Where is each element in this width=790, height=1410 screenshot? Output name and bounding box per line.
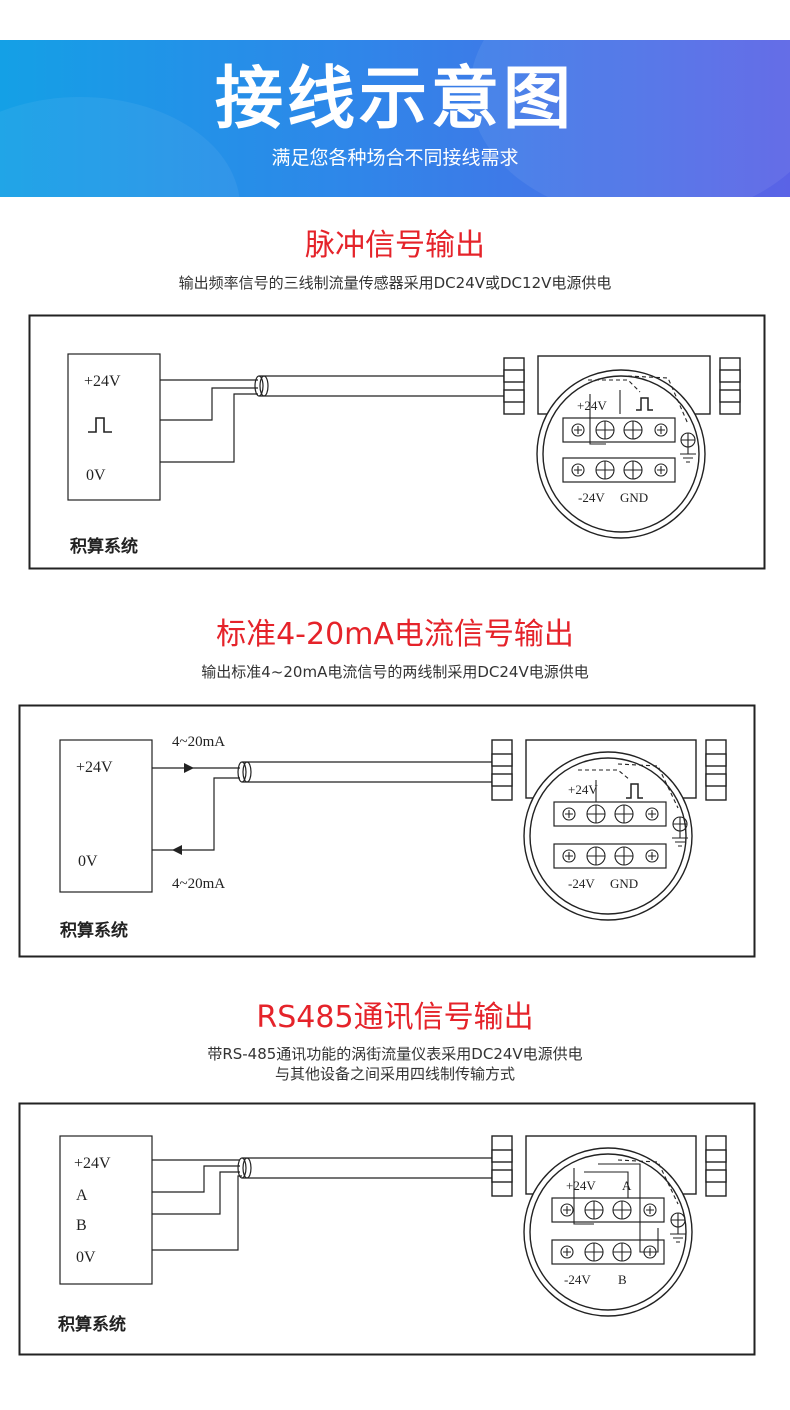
terminal-label-24v: +24V — [577, 398, 607, 413]
banner-title: 接线示意图 — [214, 60, 575, 139]
banner-decoration — [470, 40, 790, 197]
pulse-wiring-diagram: +24V 0V 积算系统 — [28, 314, 766, 570]
terminal-label-gnd: GND — [610, 876, 638, 891]
section-title-current: 标准4-20mA电流信号输出 — [216, 617, 574, 652]
box-label-b: B — [76, 1217, 87, 1234]
banner-subtitle: 满足您各种场合不同接线需求 — [271, 147, 519, 169]
terminal-pulse-icon — [626, 783, 643, 799]
arrow-right-icon — [184, 763, 194, 773]
box-label-a: A — [76, 1187, 88, 1204]
box-label-24v: +24V — [74, 1155, 111, 1172]
box-label-0v: 0V — [76, 1249, 96, 1266]
terminal-label-24v: +24V — [568, 782, 598, 797]
flowmeter-housing — [503, 355, 741, 539]
section-subtitle-rs485-line2: 与其他设备之间采用四线制传输方式 — [274, 1065, 515, 1083]
arrow-left-icon — [172, 845, 182, 855]
integrator-box — [59, 1135, 153, 1285]
box-label-24v: +24V — [84, 373, 121, 390]
flowmeter-housing — [491, 739, 727, 921]
section-title-pulse: 脉冲信号输出 — [305, 228, 485, 263]
flowmeter-housing — [491, 1135, 727, 1317]
terminal-label-neg24v: -24V — [568, 876, 595, 891]
section-subtitle-pulse: 输出频率信号的三线制流量传感器采用DC24V或DC12V电源供电 — [178, 274, 612, 292]
box-label-24v: +24V — [76, 759, 113, 776]
pulse-icon — [88, 417, 112, 433]
terminal-label-neg24v: -24V — [564, 1272, 591, 1287]
terminal-label-b: B — [618, 1272, 627, 1287]
section-title-rs485: RS485通讯信号输出 — [256, 1000, 534, 1035]
integrator-box — [67, 353, 161, 501]
terminal-label-neg24v: -24V — [578, 490, 605, 505]
terminal-label-a: A — [622, 1178, 632, 1193]
terminal-pulse-icon — [636, 397, 653, 411]
current-wiring-diagram: +24V 0V 积算系统 4~20mA 4~20mA — [18, 704, 756, 960]
box-label-0v: 0V — [78, 853, 98, 870]
rs485-wiring-diagram: +24V A B 0V 积算系统 — [18, 1102, 756, 1358]
terminal-label-gnd: GND — [620, 490, 648, 505]
current-label-top: 4~20mA — [172, 734, 225, 750]
integrator-box — [59, 739, 153, 893]
header-banner: 接线示意图 满足您各种场合不同接线需求 — [0, 40, 790, 197]
box-label-0v: 0V — [86, 467, 106, 484]
section-subtitle-rs485-line1: 带RS-485通讯功能的涡街流量仪表采用DC24V电源供电 — [207, 1045, 583, 1063]
current-label-bottom: 4~20mA — [172, 876, 225, 892]
terminal-label-24v: +24V — [566, 1178, 596, 1193]
system-label: 积算系统 — [70, 536, 138, 557]
system-label: 积算系统 — [58, 1314, 126, 1335]
system-label: 积算系统 — [60, 920, 128, 941]
section-subtitle-current: 输出标准4~20mA电流信号的两线制采用DC24V电源供电 — [201, 663, 589, 681]
